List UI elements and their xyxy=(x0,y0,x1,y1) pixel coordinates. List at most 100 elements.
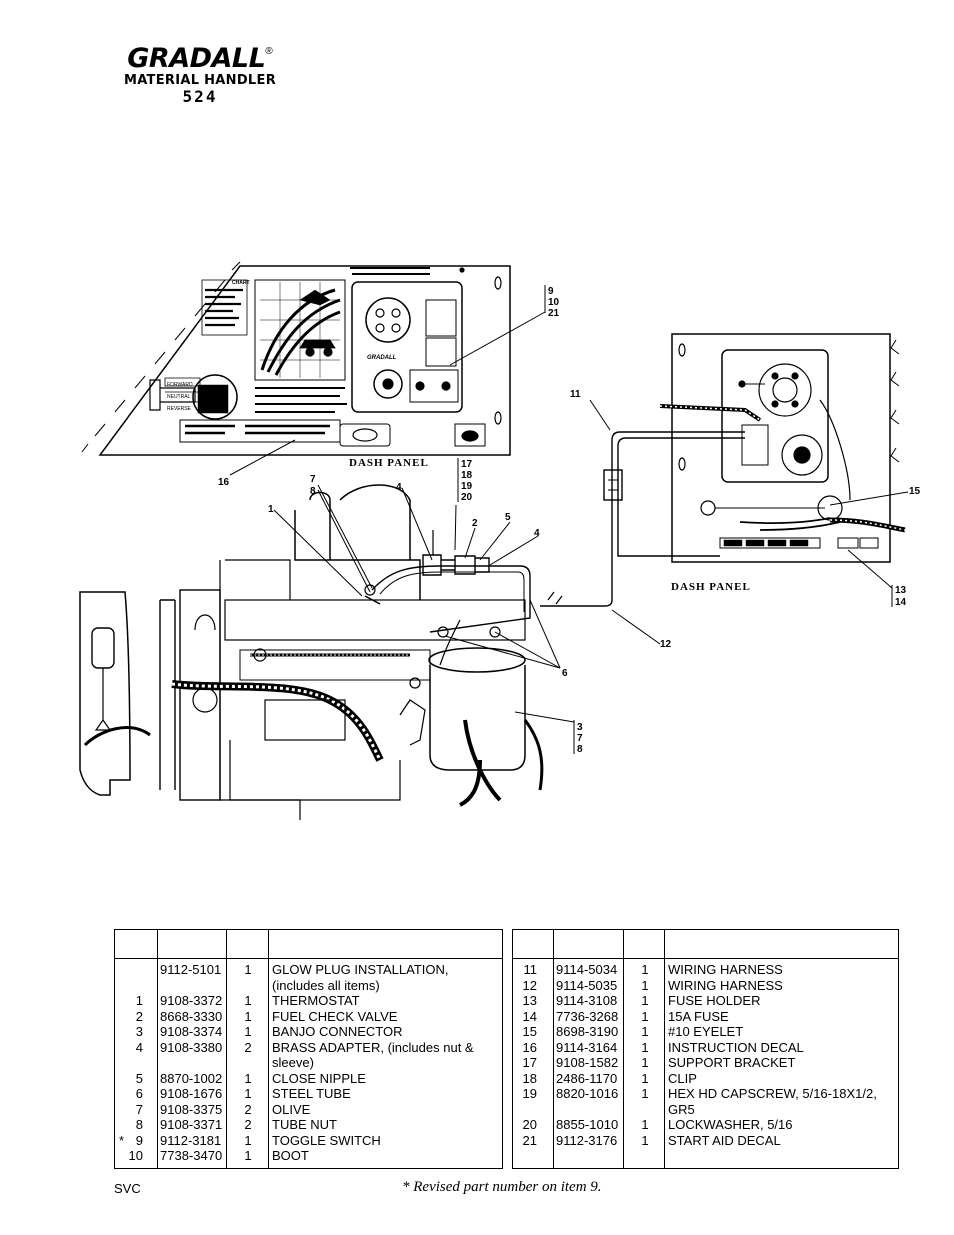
quantity: 1 xyxy=(641,977,649,993)
registered-mark: ® xyxy=(265,46,273,57)
part-number: 9108-3371 xyxy=(160,1117,223,1132)
diagram-labels: DASH PANEL DASH PANEL FORWARD NEUTRAL RE… xyxy=(167,280,921,755)
column-divider xyxy=(553,930,554,1168)
description: SUPPORT BRACKET xyxy=(668,1055,796,1070)
right-dash-panel xyxy=(659,333,906,563)
part-number: 9108-3380 xyxy=(160,1039,223,1055)
footer-note: * Revised part number on item 9. xyxy=(402,1179,602,1195)
callout-19: 19 xyxy=(461,481,473,492)
switch-label-neutral: NEUTRAL xyxy=(167,394,191,400)
quantity: 2 xyxy=(244,1101,252,1117)
item-number: 19 xyxy=(522,1086,537,1101)
quantity: 1 xyxy=(641,1039,649,1055)
quantity: 1 xyxy=(244,1148,252,1163)
table-header-row xyxy=(115,930,502,959)
quantity: 1 xyxy=(244,962,252,977)
part-number: 2486-1170 xyxy=(556,1070,618,1086)
quantity: 1 xyxy=(641,1008,649,1024)
left-dash-panel-label: DASH PANEL xyxy=(349,457,429,469)
description: BANJO CONNECTOR xyxy=(272,1024,403,1039)
quantity: 1 xyxy=(244,1024,252,1039)
description: TUBE NUT xyxy=(272,1117,337,1132)
description: INSTRUCTION DECAL xyxy=(668,1039,804,1055)
item-number: 3 xyxy=(135,1024,143,1039)
quantity: 1 xyxy=(244,1086,252,1101)
item-number: 2 xyxy=(135,1008,143,1024)
item-number: 10 xyxy=(128,1148,143,1163)
quantity: 2 xyxy=(244,1117,252,1132)
quantity: 1 xyxy=(641,1055,649,1070)
quantity: 1 xyxy=(244,1132,252,1148)
callout-21: 21 xyxy=(548,308,560,319)
description: BOOT xyxy=(272,1148,309,1163)
item-number: 1 xyxy=(135,993,143,1008)
part-number: 8870-1002 xyxy=(160,1070,223,1086)
part-number: 9108-3375 xyxy=(160,1101,223,1117)
item-number: 21 xyxy=(522,1132,537,1148)
item-number: 12 xyxy=(522,977,537,993)
quantity: 1 xyxy=(641,1086,649,1101)
callout-7-upper: 7 xyxy=(310,474,316,485)
description: START AID DECAL xyxy=(668,1132,781,1148)
column-divider xyxy=(268,930,269,1168)
part-number: 8698-3190 xyxy=(556,1024,619,1039)
item-number: 11 xyxy=(523,962,538,977)
item-number: 18 xyxy=(522,1070,537,1086)
column-divider xyxy=(623,930,624,1168)
table-row: 1 9108-3372 1 THERMOSTAT xyxy=(115,993,502,1009)
item-number: 14 xyxy=(522,1008,537,1024)
part-number: 9108-1676 xyxy=(160,1086,223,1101)
callout-11: 11 xyxy=(570,389,581,400)
table-row: 17 9108-1582 1 SUPPORT BRACKET xyxy=(513,1055,898,1071)
part-number: 7736-3268 xyxy=(556,1008,619,1024)
quantity: 1 xyxy=(244,1070,252,1086)
callout-13: 13 xyxy=(895,585,907,596)
description: WIRING HARNESS xyxy=(668,977,783,993)
part-number: 7738-3470 xyxy=(160,1148,223,1163)
quantity: 1 xyxy=(641,1117,649,1132)
part-number: 9114-5034 xyxy=(556,962,618,977)
quantity: 1 xyxy=(641,1070,649,1086)
description: CLOSE NIPPLE xyxy=(272,1070,366,1086)
wiring-harness-runs xyxy=(540,431,745,607)
quantity: 1 xyxy=(244,993,252,1008)
part-number: 9108-3372 xyxy=(160,993,223,1008)
item-number: 17 xyxy=(522,1055,537,1070)
description: FUEL CHECK VALVE xyxy=(272,1008,398,1024)
brand-model: 524 xyxy=(182,87,218,106)
item-number: 16 xyxy=(522,1039,537,1055)
description: OLIVE xyxy=(272,1101,311,1117)
part-number: 9108-1582 xyxy=(556,1055,619,1070)
description: LOCKWASHER, 5/16 xyxy=(668,1117,793,1132)
column-divider xyxy=(226,930,227,1168)
callout-12: 12 xyxy=(660,639,672,650)
callout-1: 1 xyxy=(268,504,274,515)
description: FUSE HOLDER xyxy=(668,993,761,1008)
callout-15: 15 xyxy=(909,486,921,497)
callout-leaders xyxy=(229,285,909,754)
item-number: 20 xyxy=(522,1117,537,1132)
callout-10: 10 xyxy=(548,297,560,308)
callout-3: 3 xyxy=(577,722,583,733)
quantity: 1 xyxy=(641,1024,649,1039)
right-dash-panel-label: DASH PANEL xyxy=(671,581,751,593)
footer-code: SVC xyxy=(114,1181,141,1196)
description: THERMOSTAT xyxy=(272,993,360,1008)
part-number: 9114-5035 xyxy=(556,977,618,993)
switch-label-forward: FORWARD xyxy=(167,382,193,388)
item-number: 9 xyxy=(135,1132,143,1148)
callout-8-lower: 8 xyxy=(577,744,583,755)
item-number: 13 xyxy=(522,993,537,1008)
